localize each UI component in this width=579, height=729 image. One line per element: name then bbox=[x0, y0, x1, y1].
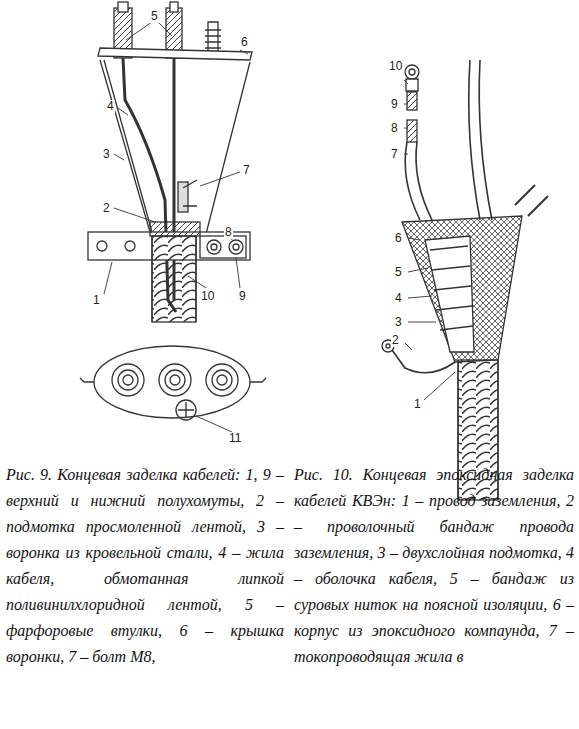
callout-number: 3 bbox=[102, 148, 111, 161]
callout-number: 1 bbox=[92, 294, 101, 307]
fig10-termination bbox=[382, 60, 548, 500]
callout-number: 1 bbox=[413, 398, 422, 411]
callout-number: 5 bbox=[150, 10, 159, 23]
callout-number: 7 bbox=[242, 164, 251, 177]
callout-number: 6 bbox=[394, 232, 403, 245]
callout-number: 8 bbox=[390, 122, 399, 135]
callout-number: 10 bbox=[200, 290, 215, 303]
figure-caption: Рис. 10. Концевая эпоксидная заделка каб… bbox=[294, 462, 574, 670]
callout-number: 4 bbox=[106, 100, 115, 113]
fig9-termination bbox=[80, 2, 266, 432]
callout-number: 9 bbox=[390, 98, 399, 111]
callout-number: 10 bbox=[388, 60, 403, 73]
callout-number: 4 bbox=[394, 292, 403, 305]
callout-number: 6 bbox=[240, 36, 249, 49]
callout-number: 3 bbox=[394, 316, 403, 329]
callout-number: 2 bbox=[391, 334, 400, 347]
callout-number: 9 bbox=[238, 290, 247, 303]
figure-caption: Рис. 9. Концевая заделка кабелей: 1, 9 –… bbox=[6, 462, 284, 670]
callout-number: 7 bbox=[390, 148, 399, 161]
callout-number: 8 bbox=[224, 226, 233, 239]
callout-number: 5 bbox=[394, 266, 403, 279]
callout-number: 2 bbox=[102, 202, 111, 215]
callout-number: 11 bbox=[228, 432, 242, 445]
